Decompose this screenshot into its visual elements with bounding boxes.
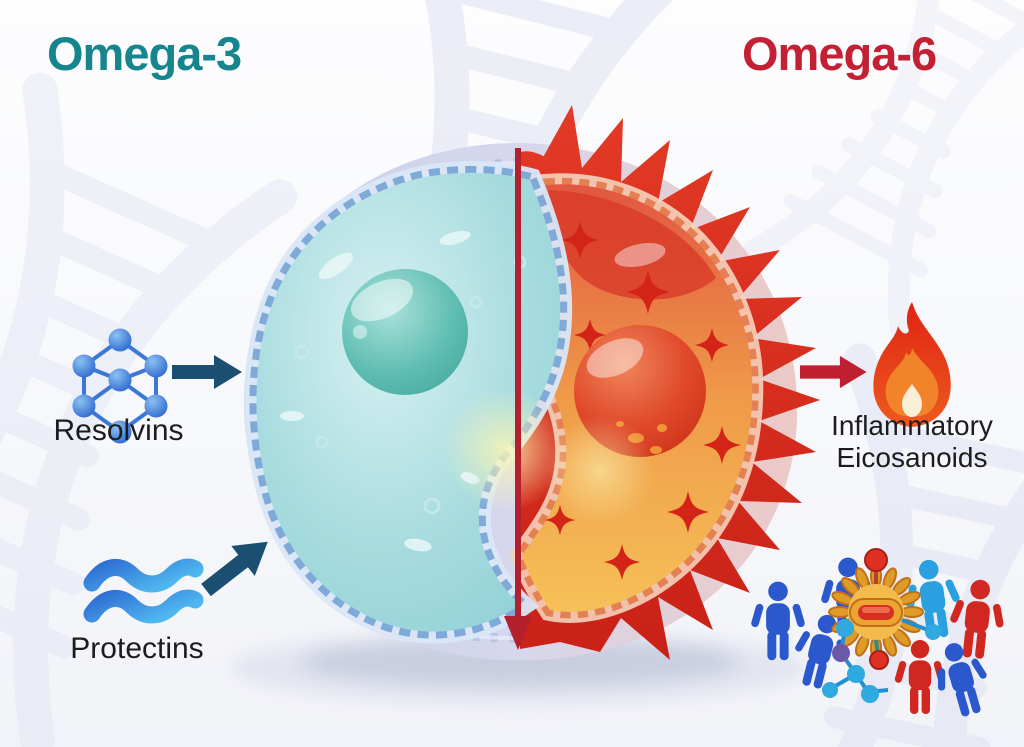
organelles (280, 230, 480, 552)
waves-icon (83, 558, 204, 624)
flame-icon (873, 302, 951, 427)
resolvins-arrow-icon (172, 355, 242, 389)
inflammatory-eicosanoids-label: Inflammatory Eicosanoids (802, 410, 1022, 474)
resolvins-label: Resolvins (53, 414, 184, 447)
small-molecule-icon (822, 619, 889, 703)
omega3-title: Omega-3 (47, 27, 242, 80)
inflammatory-label-line2: Eicosanoids (836, 442, 988, 473)
omega6-title: Omega-6 (742, 27, 937, 80)
cytokine-molecule-icon (828, 548, 941, 670)
cell-calm-half (244, 160, 573, 644)
divider-arrow-icon (504, 148, 532, 650)
protectins-label: Protectins (70, 632, 204, 665)
inflammatory-label-line1: Inflammatory (831, 410, 993, 441)
people-group-icon (750, 548, 1009, 722)
protectins-arrow-icon (194, 526, 280, 606)
molecule-network-icon (72, 328, 168, 444)
